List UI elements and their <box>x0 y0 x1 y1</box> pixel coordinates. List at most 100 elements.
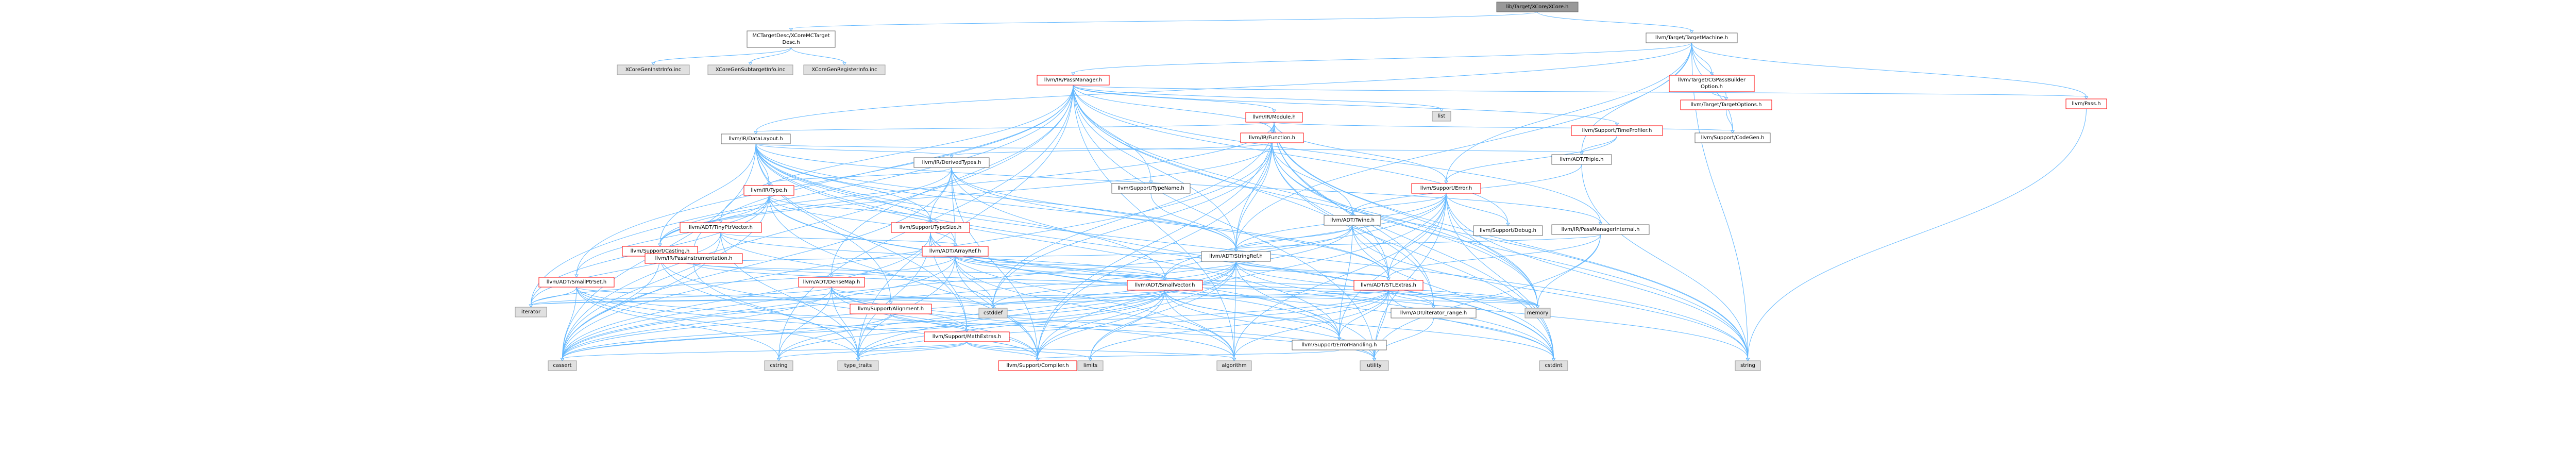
node-label: llvm/IR/PassManager.h <box>1044 77 1102 83</box>
node-label: llvm/IR/Module.h <box>1252 114 1296 120</box>
graph-node-errhandling[interactable]: llvm/Support/ErrorHandling.h <box>1292 340 1387 350</box>
graph-edge-tp-to-error <box>1444 135 1617 184</box>
graph-node-triple[interactable]: llvm/ADT/Triple.h <box>1551 154 1612 165</box>
graph-node-codegen[interactable]: llvm/Support/CodeGen.h <box>1694 132 1771 143</box>
edge-arrowhead <box>1071 72 1075 76</box>
graph-node-genReg: XCoreGenRegisterInfo.inc <box>803 64 886 75</box>
node-box <box>1127 280 1203 291</box>
node-box <box>1551 224 1650 235</box>
edge-arrowhead <box>1431 305 1436 309</box>
graph-node-pm[interactable]: llvm/IR/PassManager.h <box>1037 75 1110 86</box>
graph-edge-pm-to-debug <box>1073 85 1510 226</box>
node-box <box>1324 215 1381 226</box>
graph-edge-iterrange-to-utility <box>1372 317 1434 361</box>
node-box <box>680 222 762 233</box>
edge-arrowhead <box>1372 358 1377 361</box>
node-box <box>1571 125 1663 136</box>
node-box <box>617 64 690 75</box>
graph-node-module[interactable]: llvm/IR/Module.h <box>1245 112 1303 123</box>
edge-arrowhead <box>1551 358 1556 361</box>
graph-edge-stringref-to-stlextras <box>1235 261 1391 281</box>
edge-arrowhead <box>856 358 860 361</box>
graph-edge-stringref-to-string <box>1235 261 1750 361</box>
graph-node-alignment[interactable]: llvm/Support/Alignment.h <box>850 304 932 314</box>
edge-arrowhead <box>1234 248 1238 252</box>
graph-node-genInstr: XCoreGenInstrInfo.inc <box>617 64 690 75</box>
graph-node-dl[interactable]: llvm/IR/DataLayout.h <box>721 133 791 144</box>
node-label: llvm/Pass.h <box>2072 101 2100 107</box>
graph-node-tinyptr[interactable]: llvm/ADT/TinyPtrVector.h <box>680 222 762 233</box>
graph-edge-type-to-smallptrset <box>574 195 769 278</box>
node-label: llvm/IR/DerivedTypes.h <box>922 160 981 165</box>
graph-node-stlextras[interactable]: llvm/ADT/STLExtras.h <box>1353 280 1423 291</box>
node-box <box>645 253 743 264</box>
graph-edge-root-to-mctd <box>789 11 1538 31</box>
graph-node-tm[interactable]: llvm/Target/TargetMachine.h <box>1646 32 1738 43</box>
edge-arrowhead <box>658 243 662 247</box>
edge-arrowhead <box>2084 96 2089 99</box>
node-label: Option.h <box>1701 84 1723 90</box>
edge-arrowhead <box>789 28 793 31</box>
node-label: llvm/Support/Debug.h <box>1480 228 1536 233</box>
graph-node-cstdint: cstdint <box>1539 360 1568 371</box>
graph-node-typename[interactable]: llvm/Support/TypeName.h <box>1111 183 1191 194</box>
node-label: llvm/ADT/Twine.h <box>1330 217 1375 223</box>
graph-node-iterrange[interactable]: llvm/ADT/iterator_range.h <box>1391 308 1477 319</box>
graph-node-twine[interactable]: llvm/ADT/Twine.h <box>1324 215 1381 226</box>
node-box <box>538 277 615 288</box>
graph-node-densemap[interactable]: llvm/ADT/DenseMap.h <box>798 277 865 288</box>
graph-edge-error-to-stlextras <box>1386 193 1447 281</box>
graph-edge-type-to-typesize <box>769 195 933 223</box>
edge-arrowhead <box>1506 223 1510 226</box>
node-label: XCoreGenSubtargetInfo.inc <box>716 67 786 73</box>
graph-node-arrayref[interactable]: llvm/ADT/ArrayRef.h <box>922 246 989 257</box>
graph-edge-pass-to-string <box>1745 108 2087 361</box>
graph-edge-mathextras-to-limits <box>967 341 1093 361</box>
node-label: llvm/Support/Error.h <box>1420 186 1472 191</box>
edge-arrowhead <box>1724 97 1728 101</box>
edge-arrowhead <box>1163 277 1167 281</box>
graph-edge-pm-to-memory <box>1073 85 1540 309</box>
graph-node-compiler[interactable]: llvm/Support/Compiler.h <box>998 360 1077 371</box>
graph-edge-tm-to-stringref <box>1234 42 1692 252</box>
node-label: llvm/Target/TargetOptions.h <box>1691 102 1762 108</box>
graph-node-debug[interactable]: llvm/Support/Debug.h <box>1473 225 1543 236</box>
node-box <box>743 185 794 196</box>
graph-node-tp[interactable]: llvm/Support/TimeProfiler.h <box>1571 125 1663 136</box>
node-box <box>1292 340 1387 350</box>
node-label: lib/Target/XCore/XCore.h <box>1506 4 1568 10</box>
graph-node-smallptrset[interactable]: llvm/ADT/SmallPtrSet.h <box>538 277 615 288</box>
graph-node-stringref[interactable]: llvm/ADT/StringRef.h <box>1201 251 1271 262</box>
graph-node-to[interactable]: llvm/Target/TargetOptions.h <box>1680 99 1772 110</box>
edge-arrowhead <box>1580 152 1584 155</box>
edge-arrowhead <box>748 62 753 65</box>
graph-node-passinst[interactable]: llvm/IR/PassInstrumentation.h <box>645 253 743 264</box>
graph-edge-module-to-stlextras <box>1274 122 1391 281</box>
graph-node-pass[interactable]: llvm/Pass.h <box>2065 98 2107 109</box>
graph-edge-stlextras-to-iterrange <box>1388 290 1436 309</box>
node-box <box>1240 132 1304 143</box>
graph-node-pmi[interactable]: llvm/IR/PassManagerInternal.h <box>1551 224 1650 235</box>
graph-node-smallvec[interactable]: llvm/ADT/SmallVector.h <box>1127 280 1203 291</box>
node-box <box>747 30 836 48</box>
node-label: llvm/Support/MathExtras.h <box>933 334 1002 340</box>
node-label: llvm/IR/DataLayout.h <box>728 136 783 142</box>
graph-edge-module-to-dl <box>754 122 1275 135</box>
graph-node-error[interactable]: llvm/Support/Error.h <box>1411 183 1481 194</box>
graph-node-dtypes[interactable]: llvm/IR/DerivedTypes.h <box>913 157 990 168</box>
node-box <box>1473 225 1543 236</box>
graph-node-func[interactable]: llvm/IR/Function.h <box>1240 132 1304 143</box>
graph-edge-error-to-debug <box>1446 193 1510 226</box>
node-label: llvm/ADT/Triple.h <box>1560 157 1604 162</box>
graph-node-type[interactable]: llvm/IR/Type.h <box>743 185 794 196</box>
graph-node-typesize[interactable]: llvm/Support/TypeSize.h <box>891 222 970 233</box>
graph-node-mathextras[interactable]: llvm/Support/MathExtras.h <box>924 331 1010 342</box>
node-box <box>978 308 1008 319</box>
graph-edge-mathextras-to-cstring <box>776 341 967 361</box>
graph-node-root[interactable]: lib/Target/XCore/XCore.h <box>1496 2 1579 12</box>
node-label: list <box>1438 113 1446 119</box>
node-label: XCoreGenInstrInfo.inc <box>625 67 682 73</box>
